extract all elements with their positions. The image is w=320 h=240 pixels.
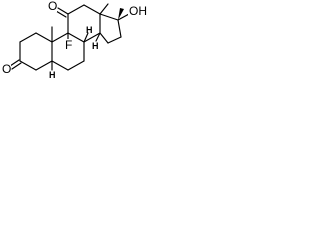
bond-c15-c14: [99, 32, 109, 44]
hydrogen-label-c5: H: [49, 70, 56, 80]
bond-c11-c12: [67, 4, 85, 15]
ring-d: [99, 8, 130, 44]
bond-c8-c9: [67, 32, 85, 43]
bond-c5-c6: [51, 60, 69, 71]
hydrogen-label-c14: H: [92, 41, 99, 51]
bond-c6-c7: [67, 60, 85, 71]
bond-c17-oh: [117, 13, 130, 21]
bond-c3-c4: [19, 60, 37, 71]
bond-c4-c5: [35, 60, 53, 71]
bond-c10-c1: [35, 32, 53, 43]
bond-c9-c10: [51, 32, 69, 43]
ring-b: [51, 26, 85, 71]
bond-c3-o-double-1: [9, 59, 20, 67]
steroid-structure-diagram: O O F OH H H H: [1, 0, 147, 80]
bond-c17-c16: [117, 19, 122, 38]
oxygen-label-c3: O: [2, 62, 11, 76]
oxygen-label-c11: O: [48, 0, 57, 13]
bond-c12-c13: [83, 4, 101, 15]
bond-c11-o-double-1: [57, 7, 69, 15]
bond-c8-h: [83, 32, 89, 43]
bond-c11-o-double-2: [55, 10, 67, 18]
bond-c14-c8: [83, 32, 101, 43]
bond-c13-c17: [99, 13, 119, 21]
bond-c13-methyl: [99, 3, 109, 15]
atom-labels: O O F OH H H H: [1, 0, 147, 80]
hydroxyl-label: OH: [129, 4, 147, 18]
fluorine-label: F: [65, 38, 72, 52]
bond-c3-o-double-2: [11, 62, 22, 70]
bond-c16-c15: [107, 36, 122, 44]
ring-c: [55, 3, 109, 43]
hydrogen-label-c8: H: [86, 25, 93, 35]
bond-c1-c2: [19, 32, 37, 43]
wedge-c17-methyl: [118, 8, 124, 20]
ring-a: [9, 32, 53, 71]
bond-c14-h: [95, 32, 101, 42]
